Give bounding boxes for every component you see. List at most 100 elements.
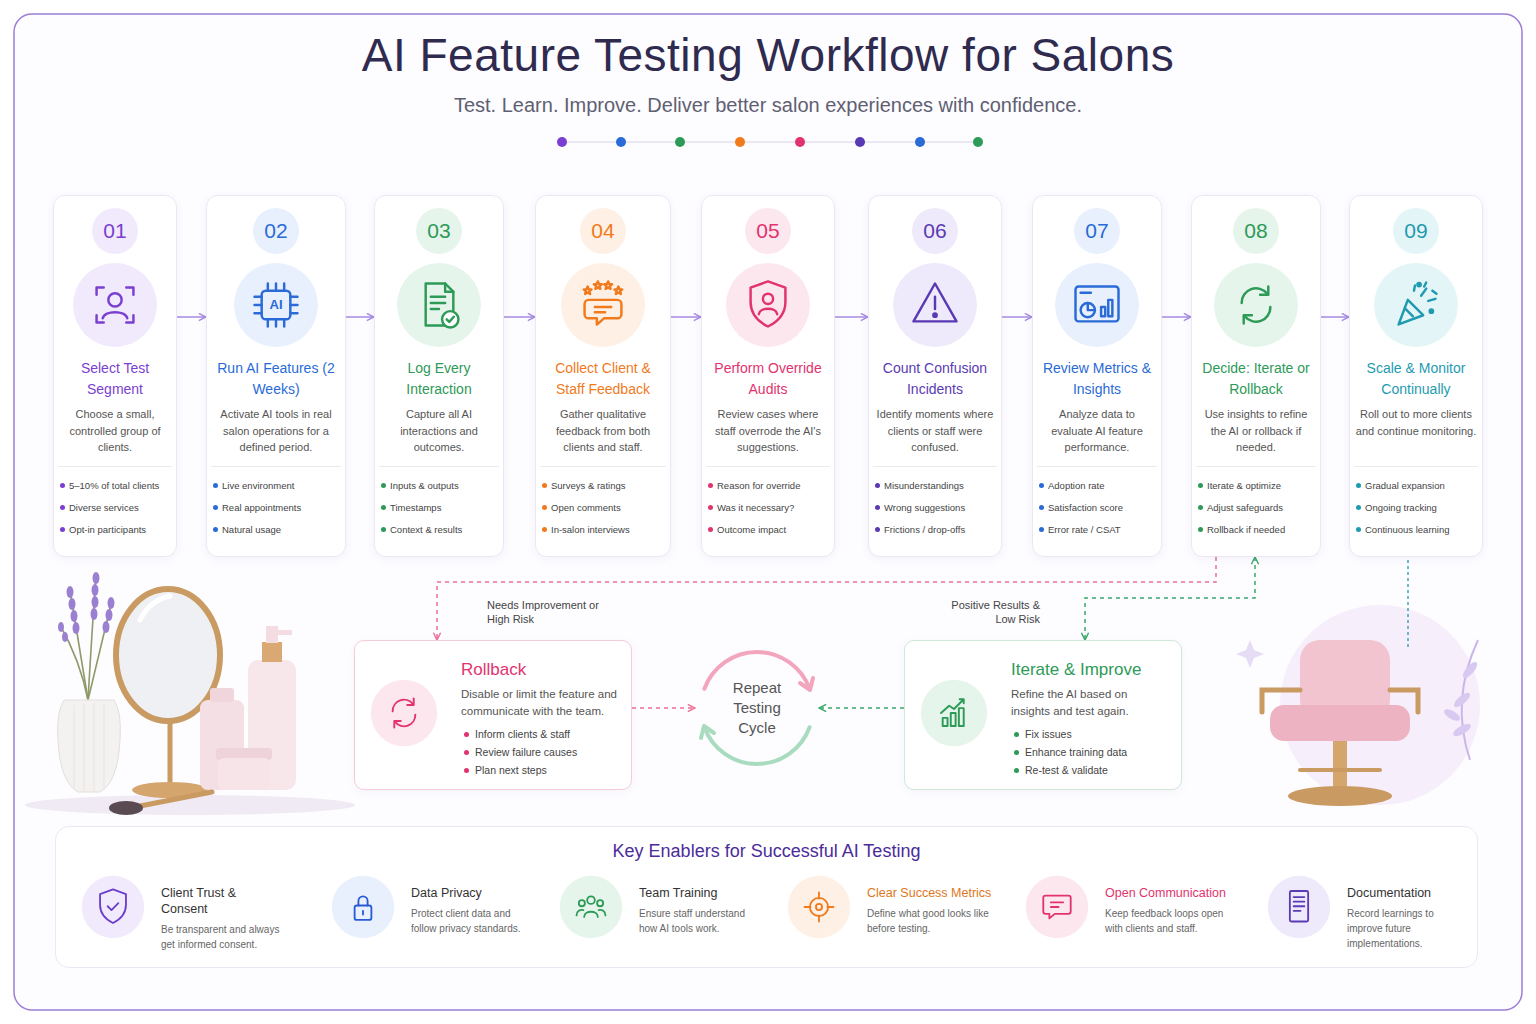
salon-still-life-part: [140, 596, 170, 620]
bullet-dot: [542, 483, 547, 488]
bullet-dot: [542, 505, 547, 510]
salon-still-life-part-part: [104, 705, 105, 788]
bullet-text: Diverse services: [69, 502, 139, 513]
bullet-dot: [1039, 505, 1044, 510]
enabler-title: Documentation: [1347, 885, 1472, 901]
step-description: Identify moments where clients or staff …: [873, 406, 997, 456]
salon-still-life-part: [218, 758, 270, 790]
step-card: 02AIRun AI Features (2 Weeks)Activate AI…: [206, 195, 346, 557]
bullet-dot: [875, 505, 880, 510]
flow-connector: [1085, 557, 1255, 640]
bullet-text: Context & results: [390, 524, 462, 535]
flow-connector: [504, 316, 535, 318]
step-icon: [725, 262, 811, 348]
step-description: Choose a small, controlled group of clie…: [58, 406, 172, 456]
step-description: Gather qualitative feedback from both cl…: [540, 406, 666, 456]
step-card: 08Decide: Iterate or RollbackUse insight…: [1191, 195, 1321, 557]
salon-still-life-part: [168, 721, 173, 784]
scale-leader-line: [1408, 560, 1409, 648]
bullet-dot: [1198, 505, 1203, 510]
bullet-list: Gradual expansionOngoing trackingContinu…: [1354, 466, 1478, 541]
bullet-item: Review failure causes: [461, 744, 619, 762]
bullet-dot: [708, 483, 713, 488]
bullet-text: Adoption rate: [1048, 480, 1105, 491]
bullet-dot: [464, 732, 469, 737]
flow-connector: [632, 707, 695, 709]
outcome-title: Rollback: [461, 659, 619, 681]
salon-still-life: [25, 572, 355, 815]
salon-still-life-part-part: [91, 608, 98, 620]
enabler-item: Clear Success MetricsDefine what good lo…: [787, 871, 992, 955]
step-number: 05: [745, 208, 791, 254]
bullet-text: Iterate & optimize: [1207, 480, 1281, 491]
step-description: Activate AI tools in real salon operatio…: [211, 406, 341, 456]
bullet-list: Adoption rateSatisfaction scoreError rat…: [1037, 466, 1157, 541]
salon-still-life-part-part: [94, 703, 95, 791]
bullet-text: Gradual expansion: [1365, 480, 1445, 491]
bullet-text: Wrong suggestions: [884, 502, 965, 513]
divider-dots-part: [675, 137, 685, 147]
flow-connector: [1002, 316, 1032, 318]
bullet-item: Inform clients & staff: [461, 726, 619, 744]
outcome-box: Iterate & ImproveRefine the AI based on …: [904, 640, 1182, 790]
salon-chair-part: [1442, 660, 1479, 739]
bullet-text: Outcome impact: [717, 524, 786, 535]
bullet-dot: [1039, 483, 1044, 488]
step-title: Decide: Iterate or Rollback: [1196, 358, 1316, 400]
salon-still-life-part-part: [73, 622, 80, 634]
step-icon: [72, 262, 158, 348]
step-card: 04Collect Client & Staff FeedbackGather …: [535, 195, 671, 557]
flow-connector: [819, 707, 904, 709]
enabler-icon: [787, 875, 851, 939]
flow-connector: [177, 316, 206, 318]
salon-still-life-part: [109, 801, 143, 815]
step-description: Review cases where staff overrode the AI…: [706, 406, 830, 456]
salon-still-life-part-part: [106, 609, 113, 621]
salon-still-life-part: [210, 688, 234, 702]
bullet-dot: [1356, 483, 1361, 488]
salon-chair-part: [1333, 741, 1347, 791]
bullet-dot: [213, 505, 218, 510]
bullet-dot: [464, 750, 469, 755]
enabler-title: Data Privacy: [411, 885, 536, 901]
salon-chair-part: [1236, 640, 1264, 668]
bullet-item: Plan next steps: [461, 762, 619, 780]
divider-dots-part: [557, 137, 567, 147]
step-number: 07: [1074, 208, 1120, 254]
outcome-title: Iterate & Improve: [1011, 659, 1169, 681]
bullet-dot: [708, 505, 713, 510]
salon-still-life-part-part: [69, 598, 76, 610]
bullet-list: Inform clients & staffReview failure cau…: [461, 724, 619, 780]
chip-label: AI: [233, 296, 319, 314]
bullet-list: Fix issuesEnhance training dataRe-test &…: [1011, 724, 1169, 780]
icon-graphic: [1213, 262, 1299, 348]
flow-connector: [1162, 316, 1191, 318]
bullet-dot: [464, 768, 469, 773]
cycle-label: Repeat Testing Cycle: [719, 678, 795, 738]
step-title: Scale & Monitor Continually: [1354, 358, 1478, 400]
bullet-list: Surveys & ratingsOpen commentsIn-salon i…: [540, 466, 666, 541]
bullet-item: Outcome impact: [706, 519, 830, 541]
salon-still-life-part-part: [62, 632, 68, 642]
enabler-item: Open CommunicationKeep feedback loops op…: [1025, 871, 1230, 955]
salon-still-life-part-part: [88, 600, 112, 700]
step-card: 01Select Test SegmentChoose a small, con…: [53, 195, 177, 557]
bullet-item: Diverse services: [58, 497, 172, 519]
bullet-dot: [381, 527, 386, 532]
enabler-description: Be transparent and always get informed c…: [161, 922, 286, 952]
enabler-icon: [1025, 875, 1089, 939]
bullet-text: Reason for override: [717, 480, 800, 491]
bullet-item: Opt-in participants: [58, 519, 172, 541]
bullet-text: 5–10% of total clients: [69, 480, 159, 491]
bullet-text: Error rate / CSAT: [1048, 524, 1121, 535]
enabler-description: Define what good looks like before testi…: [867, 906, 992, 936]
bullet-dot: [60, 527, 65, 532]
bullet-dot: [1014, 768, 1019, 773]
bullet-item: Context & results: [379, 519, 499, 541]
salon-chair: [1236, 605, 1480, 806]
enabler-icon: [1267, 875, 1331, 939]
bullet-item: Enhance training data: [1011, 744, 1169, 762]
bullet-list: Inputs & outputsTimestampsContext & resu…: [379, 466, 499, 541]
bullet-item: Frictions / drop-offs: [873, 519, 997, 541]
bullet-text: Ongoing tracking: [1365, 502, 1437, 513]
